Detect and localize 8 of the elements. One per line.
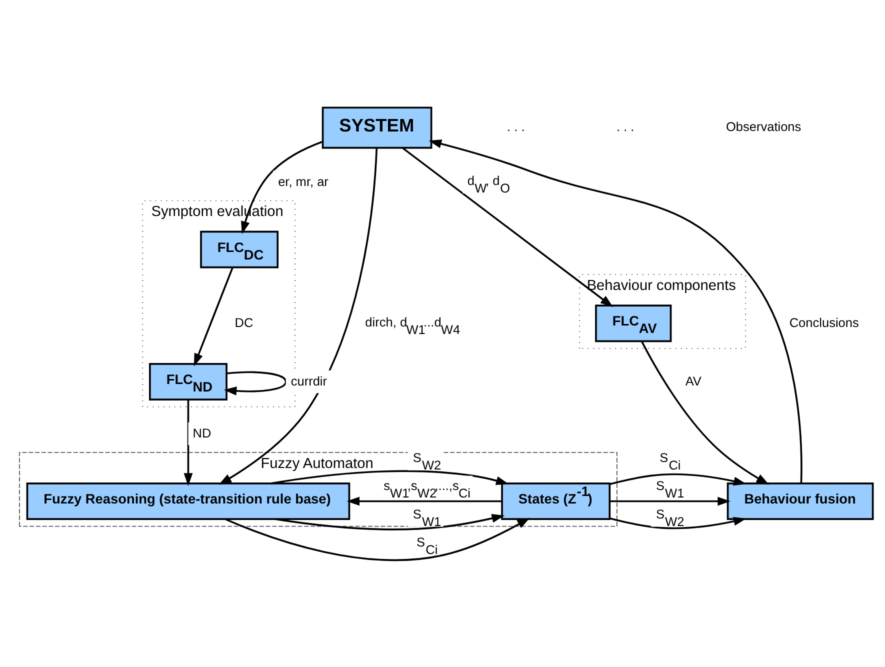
edge-label: ND <box>192 425 212 440</box>
label: . . . <box>616 118 634 134</box>
edge-label: AV <box>685 373 702 388</box>
edge-label: Conclusions <box>789 314 859 330</box>
label: . . . <box>507 118 525 134</box>
edge-label: DC <box>234 314 254 330</box>
label: Observations <box>726 118 802 134</box>
edge-label: er, mr, ar <box>278 173 328 188</box>
